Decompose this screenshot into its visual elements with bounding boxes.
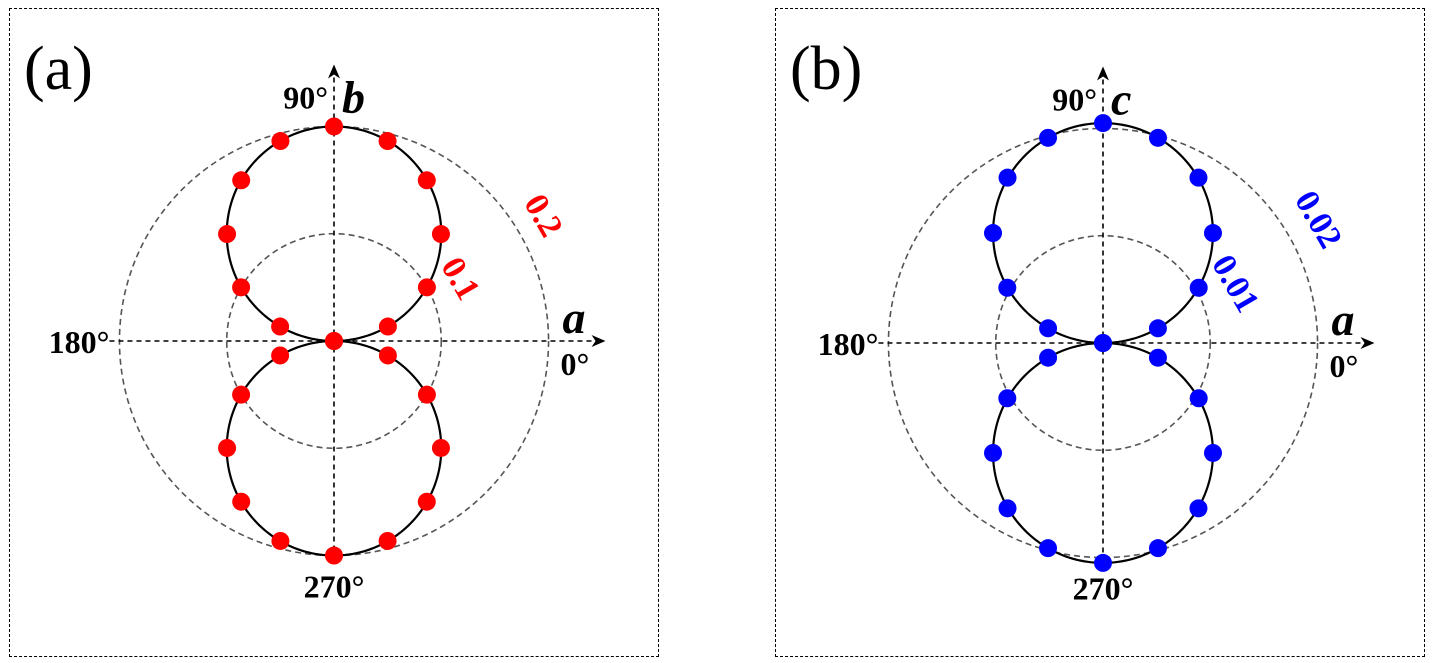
data-point [1148, 319, 1167, 338]
data-point [1189, 168, 1208, 187]
labels-a: (a) 90° b 180° 0°a 270° 0.1 0.2 [24, 35, 589, 605]
data-point [232, 278, 251, 297]
data-point [325, 332, 343, 350]
data-point [998, 278, 1017, 297]
angle-label-180: 180° [49, 324, 110, 360]
data-point [325, 117, 343, 136]
axes-b [878, 66, 1375, 562]
data-point [984, 224, 1003, 243]
data-point [378, 132, 397, 151]
panel-label: (a) [24, 35, 93, 103]
data-point [417, 492, 436, 511]
ring-label-inner: 0.01 [1204, 249, 1266, 319]
points-a [218, 117, 450, 565]
data-point [232, 385, 251, 404]
axes-a [109, 64, 606, 560]
angle-label-0: 0° [561, 346, 590, 382]
angle-label-0: 0° [1330, 348, 1359, 384]
data-point [271, 132, 290, 151]
data-point [984, 443, 1003, 462]
angle-label-90: 90° [1052, 81, 1097, 117]
points-b [984, 114, 1222, 572]
ring-label-outer: 0.02 [1287, 185, 1349, 255]
panel-label: (b) [790, 35, 862, 103]
data-point [232, 171, 251, 190]
data-point [998, 168, 1017, 187]
angle-label-180: 180° [818, 326, 879, 362]
data-point [218, 438, 237, 457]
data-point [378, 317, 397, 336]
data-point [378, 531, 397, 550]
data-point [1094, 553, 1112, 572]
ring-label-outer: 0.2 [516, 188, 569, 243]
data-point [232, 492, 251, 511]
angle-label-270: 270° [304, 569, 365, 605]
data-point [417, 171, 436, 190]
data-point [325, 546, 343, 565]
data-point [998, 389, 1017, 408]
data-point [1039, 539, 1058, 558]
data-point [1148, 128, 1167, 147]
polar-chart-b: (b) 90° c 180° 0°a 270° 0.01 0.02 [790, 35, 1375, 607]
data-point [431, 438, 450, 457]
data-point [1189, 389, 1208, 408]
data-point [1039, 319, 1058, 338]
vertical-axis-label: b [342, 71, 365, 122]
data-point [1039, 128, 1058, 147]
data-point [1189, 278, 1208, 297]
data-point [271, 531, 290, 550]
data-point [417, 278, 436, 297]
horizontal-axis-label: a [563, 292, 586, 343]
ring-label-inner: 0.1 [433, 251, 486, 306]
polar-panel-b: (b) 90° c 180° 0°a 270° 0.01 0.02 [775, 8, 1425, 657]
polar-chart-a: (a) 90° b 180° 0°a 270° 0.1 0.2 [24, 35, 606, 605]
data-point [431, 225, 450, 244]
data-point [1148, 539, 1167, 558]
data-point [218, 225, 237, 244]
data-point [1148, 348, 1167, 367]
data-point [1203, 224, 1222, 243]
data-point [998, 499, 1017, 518]
data-point [1094, 114, 1112, 133]
data-point [417, 385, 436, 404]
angle-label-90: 90° [283, 79, 328, 115]
data-point [271, 317, 290, 336]
vertical-axis-label: c [1111, 73, 1131, 124]
data-point [1094, 334, 1112, 352]
angle-label-270: 270° [1073, 571, 1134, 607]
polar-panel-a: (a) 90° b 180° 0°a 270° 0.1 0.2 [9, 8, 659, 657]
data-point [1189, 499, 1208, 518]
data-point [1203, 443, 1222, 462]
data-point [271, 346, 290, 365]
labels-b: (b) 90° c 180° 0°a 270° 0.01 0.02 [790, 35, 1358, 607]
data-point [378, 346, 397, 365]
data-point [1039, 348, 1058, 367]
horizontal-axis-label: a [1332, 294, 1355, 345]
